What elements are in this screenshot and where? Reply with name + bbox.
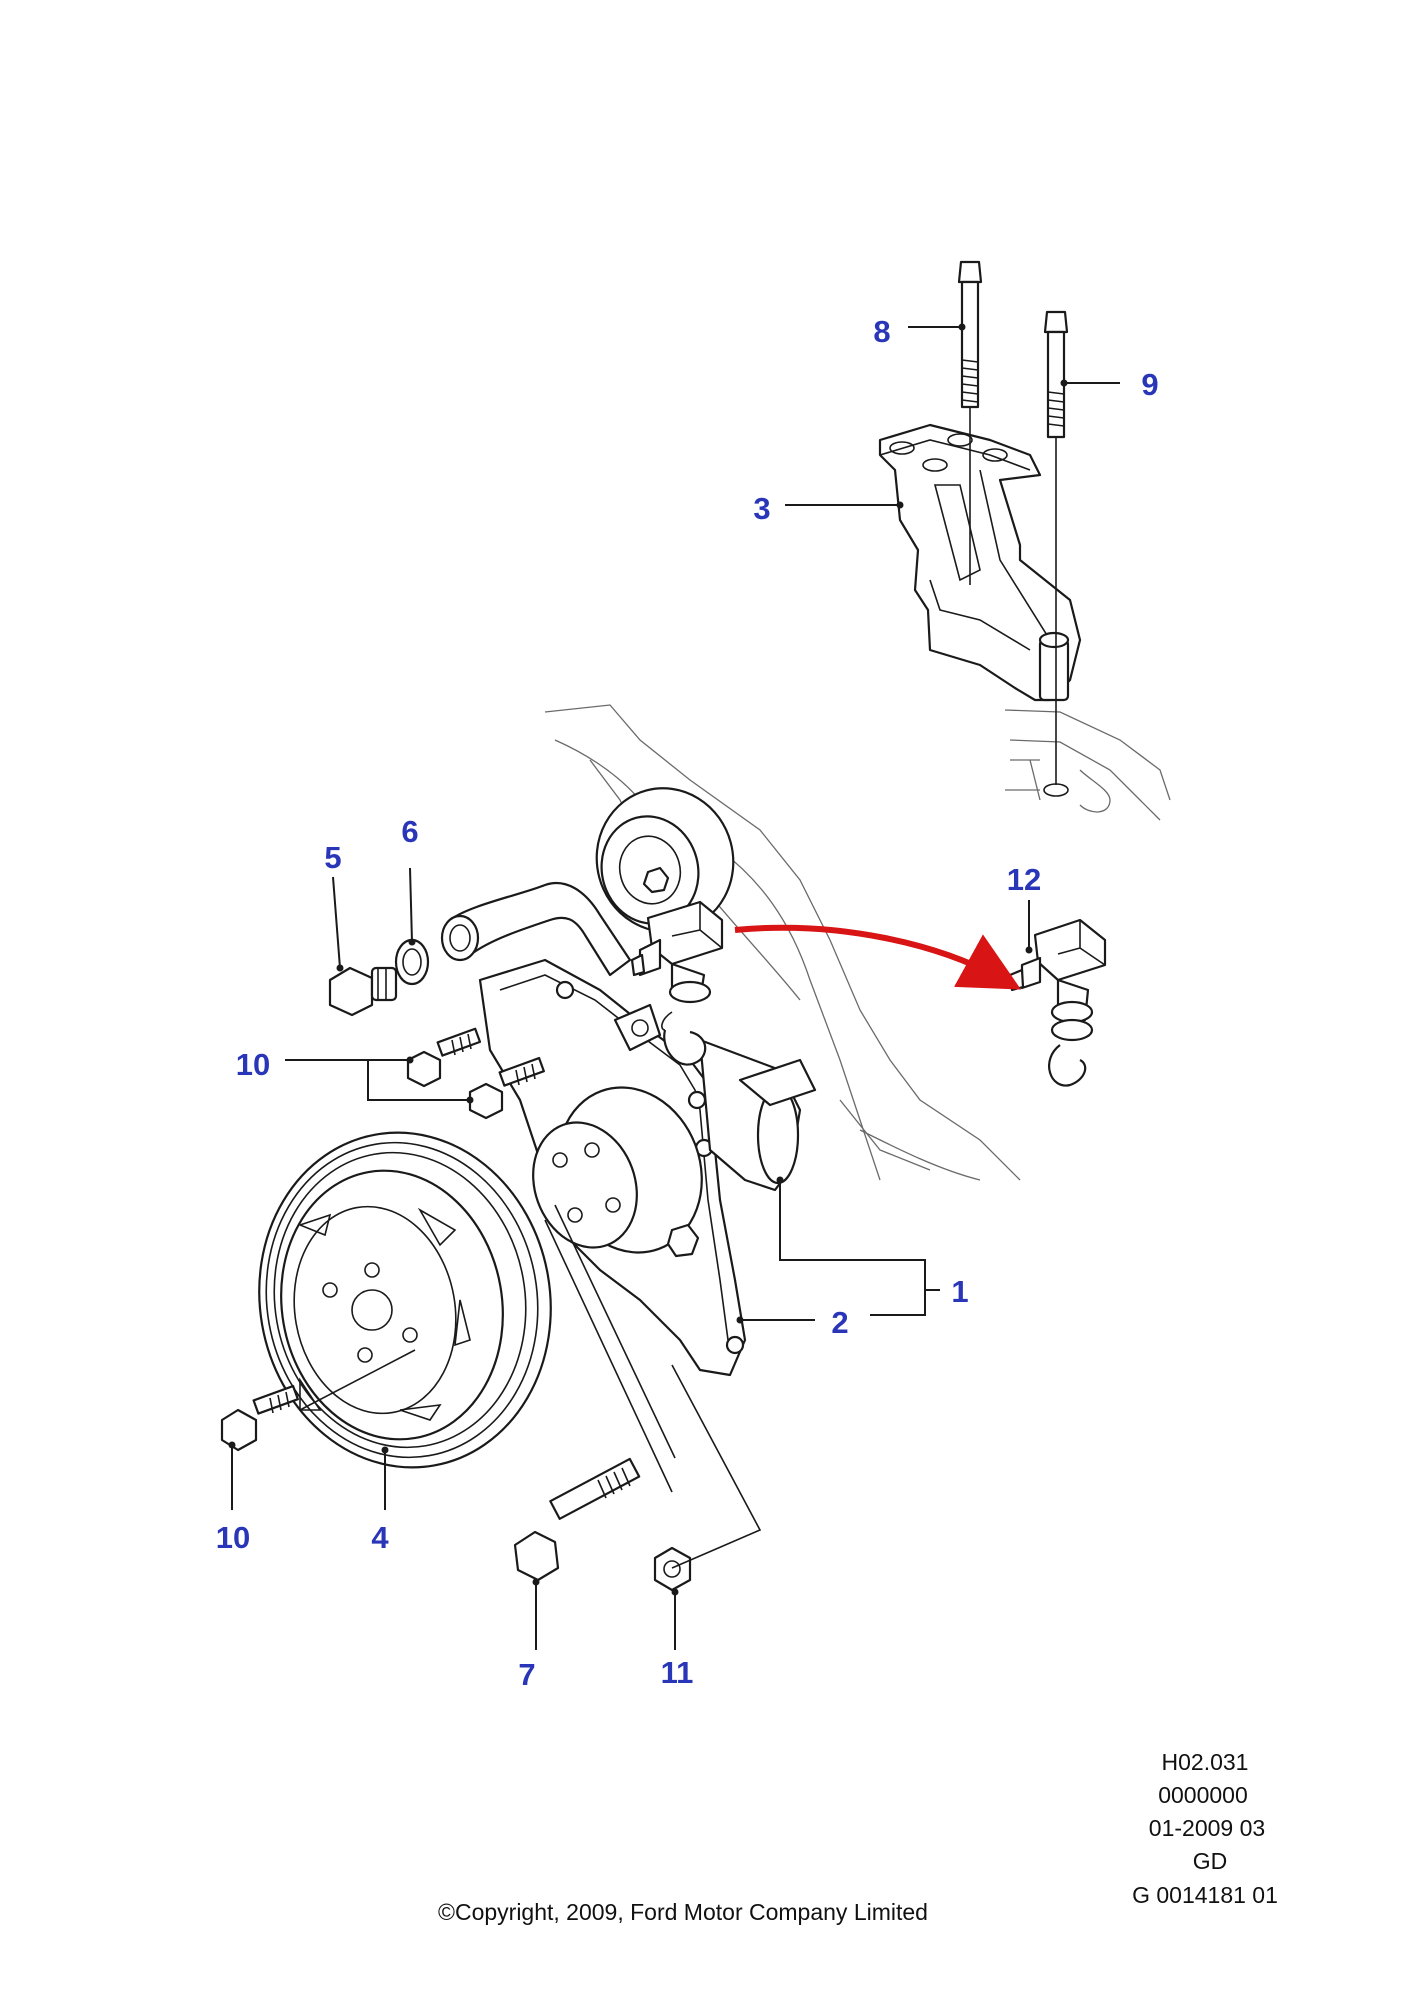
callout-4: 4 [371,1520,389,1555]
leader-lines [228,323,1120,1650]
bolt-8 [957,260,983,585]
water-pump-hub [532,1086,703,1258]
meta-code: 0000000 [1158,1782,1248,1808]
bolt-10-lower [220,1384,299,1452]
callout-8: 8 [873,314,890,349]
mounting-bracket [878,423,1082,702]
callout-1: 1 [951,1274,968,1309]
callout-labels: 8 9 3 5 6 12 10 1 2 10 4 7 11 [216,314,1159,1692]
meta-date: 01-2009 03 [1149,1815,1265,1841]
callout-3: 3 [753,491,770,526]
copyright-notice: ©Copyright, 2009, Ford Motor Company Lim… [438,1899,928,1925]
callout-12: 12 [1007,862,1041,897]
drawing-metadata: H02.031 0000000 01-2009 03 GD G 0014181 … [1132,1749,1278,1908]
meta-lang: GD [1193,1848,1228,1874]
callout-2: 2 [831,1305,848,1340]
bolt-10-upper-b [468,1056,545,1120]
plug-bolt-5 [328,966,398,1017]
coolant-hose [440,881,632,977]
meta-drawing-no: G 0014181 01 [1132,1882,1278,1908]
temperature-sensor [630,900,724,1066]
callout-10-lower: 10 [216,1520,250,1555]
seal-6 [394,938,430,986]
nut-11 [653,1546,692,1592]
detail-arrow [734,924,1022,990]
callout-6: 6 [401,814,418,849]
water-pump-body [698,1038,817,1192]
sensor-clamp [613,1003,662,1052]
engine-block-outline [544,704,1171,1181]
meta-ref: H02.031 [1162,1749,1249,1775]
callout-9: 9 [1141,367,1158,402]
sensor-detail-12 [1008,918,1107,1087]
callout-10-upper: 10 [236,1047,270,1082]
callout-11: 11 [661,1655,694,1690]
callout-5: 5 [324,840,341,875]
idler-pulley [595,787,735,933]
callout-7: 7 [518,1657,535,1692]
bolt-7 [513,1457,641,1582]
crankshaft-pulley [258,1131,552,1469]
bolt-10-upper-a [406,1027,482,1088]
